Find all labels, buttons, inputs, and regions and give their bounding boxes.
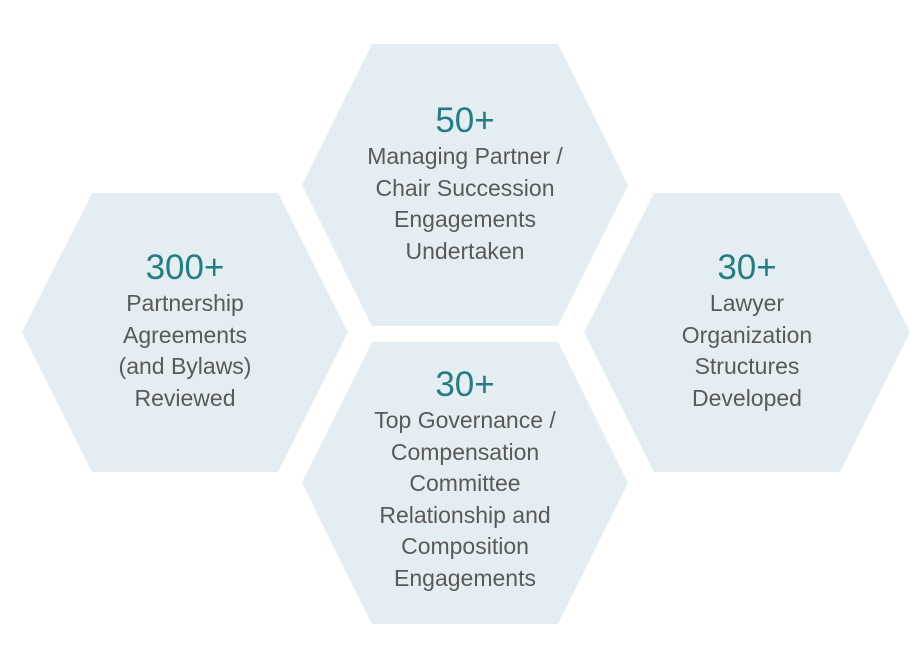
stat-description: Partnership Agreements (and Bylaws) Revi… [119, 288, 252, 414]
stat-description-line: Committee [409, 470, 521, 496]
stat-description-line: Managing Partner / [367, 143, 563, 169]
stat-description: Top Governance / Compensation Committee … [374, 405, 556, 594]
hexagon-managing-partner-succession: 50+ Managing Partner / Chair Succession … [302, 44, 628, 326]
stat-description-line: Engagements [394, 564, 536, 591]
stat-description-line: Chair Succession [375, 174, 555, 201]
hexagon-shape [302, 44, 628, 326]
hexagon-shape [22, 193, 348, 472]
stat-description-line: Structures [694, 353, 800, 379]
stat-number: 300+ [145, 248, 225, 287]
stat-description: Managing Partner / Chair Succession Enga… [367, 141, 563, 267]
stat-description-line: Organization [681, 321, 813, 348]
stat-description-line: Agreements [122, 321, 247, 348]
hexagon-partnership-agreements: 300+ Partnership Agreements (and Bylaws)… [22, 193, 348, 472]
stat-number: 30+ [717, 248, 777, 287]
hexagon-shape [584, 193, 910, 472]
stat-description-line: Developed [692, 384, 802, 411]
stat-description-line: Engagements [394, 206, 536, 232]
stat-description-line: (and Bylaws) [118, 353, 252, 379]
hexagon-governance-compensation: 30+ Top Governance / Compensation Commit… [302, 342, 628, 624]
hexagon-content: 300+ Partnership Agreements (and Bylaws)… [22, 193, 348, 472]
stat-number: 30+ [435, 365, 495, 404]
stat-description: Lawyer Organization Structures Developed [682, 288, 812, 414]
stat-description-line: Lawyer [709, 290, 785, 316]
stat-description-line: Top Governance / [374, 407, 556, 433]
hexagon-content: 30+ Top Governance / Compensation Commit… [302, 342, 628, 624]
stat-description-line: Partnership [126, 290, 244, 316]
hexagon-lawyer-organization: 30+ Lawyer Organization Structures Devel… [584, 193, 910, 472]
stat-description-line: Reviewed [134, 384, 236, 411]
stat-description-line: Compensation [390, 438, 540, 465]
hexagon-content: 50+ Managing Partner / Chair Succession … [302, 44, 628, 326]
stat-description-line: Undertaken [405, 237, 525, 264]
stat-number: 50+ [435, 101, 495, 140]
stat-description-line: Relationship and [379, 501, 551, 528]
stat-description-line: Composition [401, 533, 529, 559]
hexagon-content: 30+ Lawyer Organization Structures Devel… [584, 193, 910, 472]
hexagon-shape [302, 342, 628, 624]
